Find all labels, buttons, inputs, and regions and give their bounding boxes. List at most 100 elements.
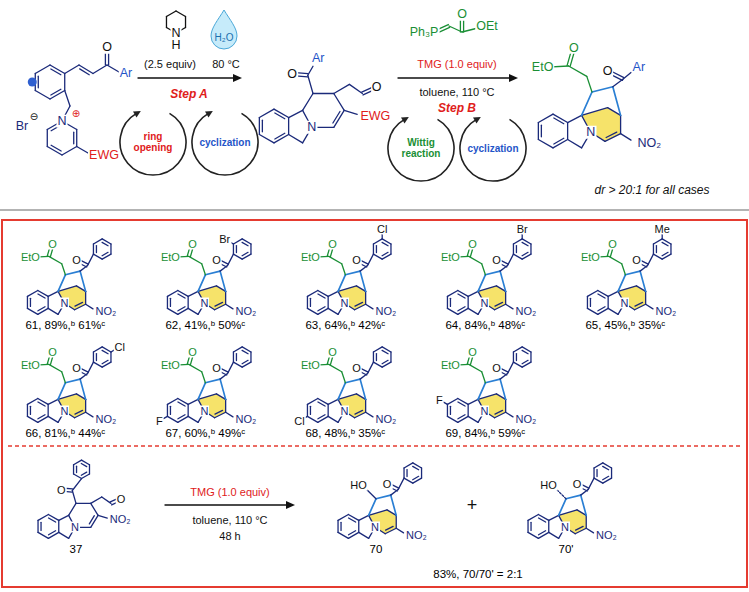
bond-line: [582, 92, 592, 115]
bond-line: [382, 252, 388, 255]
compound-caption: 70': [558, 545, 575, 557]
atom-label: N: [56, 115, 67, 128]
highlight-ring: [478, 286, 506, 310]
atom-label: N: [585, 126, 596, 139]
bond-line: [373, 239, 382, 244]
bond-line: [86, 412, 93, 417]
bond-line: [373, 352, 374, 362]
bond-line: [166, 11, 176, 17]
bond-line: [98, 515, 107, 518]
bond-line: [202, 372, 206, 383]
bond-line: [35, 65, 50, 74]
bond-line: [367, 254, 373, 266]
molecule: [528, 463, 612, 538]
bond-line: [188, 296, 189, 308]
bond-line: [458, 294, 465, 298]
bond-line: [450, 298, 451, 306]
bond-line: [59, 532, 69, 538]
bond-line: [226, 412, 233, 417]
charge-label: ⊕: [71, 109, 81, 119]
nitro-label: NO₂: [94, 413, 117, 424]
bond-line: [189, 364, 202, 371]
bond-line: [587, 296, 588, 308]
bond-line: [376, 495, 391, 499]
ratio-note: 83%, 70/70' = 2:1: [432, 569, 523, 581]
bond-line: [611, 468, 612, 478]
bond-line: [227, 362, 233, 374]
atom-label: O: [211, 255, 222, 266]
molecule: [259, 66, 377, 143]
reagent-label: (2.5 equiv): [143, 59, 197, 70]
substituent-label: EWG: [88, 149, 120, 162]
bond-line: [359, 515, 369, 520]
bond-line: [538, 114, 553, 122]
bond-line: [598, 307, 605, 311]
bond-line: [38, 514, 48, 520]
bond-line: [396, 528, 403, 533]
cycle-circle: ring opening: [117, 106, 189, 178]
bond-line: [307, 398, 317, 404]
bond-line: [89, 465, 90, 474]
bond-line: [581, 495, 587, 515]
bond-line: [622, 264, 626, 275]
bond-line: [275, 133, 285, 139]
atom-label: O: [71, 255, 82, 266]
bond-line: [307, 296, 308, 308]
bond-line: [328, 416, 338, 422]
nitro-label: NO₂: [374, 413, 397, 424]
highlight-ring: [58, 394, 86, 418]
bond-line: [530, 522, 531, 530]
bond-line: [522, 350, 528, 353]
bond-line: [541, 125, 542, 136]
compound-caption: 68, 48%,ᵇ 35%ᶜ: [304, 429, 386, 441]
highlight-ring: [478, 394, 506, 418]
bond-line: [382, 234, 383, 239]
highlight-ring: [559, 510, 587, 534]
bond-line: [27, 398, 37, 404]
bond-line: [178, 402, 185, 406]
bond-line: [554, 118, 564, 124]
bond-line: [349, 84, 362, 93]
bond-line: [289, 134, 303, 142]
bond-line: [87, 362, 93, 374]
bond-line: [349, 518, 356, 522]
bond-line: [513, 239, 522, 244]
bond-line: [398, 478, 404, 490]
atom-label: O: [491, 255, 502, 266]
bond-line: [344, 110, 357, 114]
bond-line: [625, 271, 640, 275]
bond-line: [662, 234, 663, 239]
condition-label: 80 °C: [211, 59, 241, 70]
bond-line: [310, 298, 311, 306]
compound-caption: 62, 41%,ᵇ 50%ᶜ: [164, 321, 246, 333]
compound-caption: 69, 84%,ᵇ 59%ᶜ: [444, 429, 526, 441]
bond-line: [447, 296, 448, 308]
circle-arrow-head: [205, 111, 213, 118]
bond-line: [93, 347, 102, 352]
bond-line: [559, 499, 566, 516]
bond-line: [110, 352, 111, 362]
bond-line: [77, 147, 88, 154]
bond-line: [576, 526, 584, 530]
bond-line: [485, 379, 500, 383]
atom-label: O: [47, 238, 58, 249]
bond-line: [566, 495, 581, 499]
atom-label: OEt: [475, 20, 499, 33]
atom-label: N: [199, 406, 209, 417]
bond-line: [338, 275, 345, 292]
bond-line: [188, 404, 189, 416]
reagent-label: TMG (1.0 equiv): [416, 59, 497, 70]
bond-line: [334, 84, 350, 93]
bond-line: [167, 308, 177, 314]
molecule: [303, 347, 391, 422]
bond-line: [369, 499, 376, 516]
bond-line: [198, 275, 205, 292]
bond-line: [382, 242, 388, 245]
bond-line: [349, 531, 356, 535]
bond-line: [178, 415, 185, 419]
bond-line: [603, 476, 609, 479]
nitro-label: NO₂: [636, 136, 662, 149]
bond-line: [554, 138, 564, 144]
bond-line: [48, 416, 58, 422]
substituent-label: Br: [516, 223, 529, 234]
